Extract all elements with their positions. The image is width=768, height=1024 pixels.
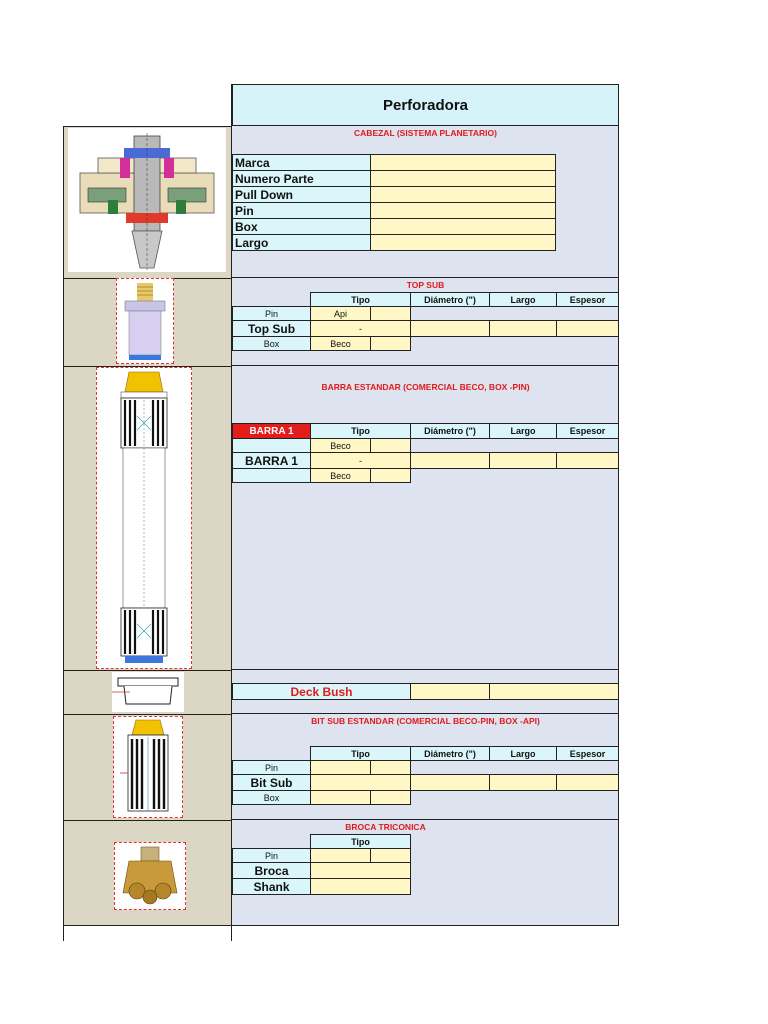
barra-header-largo: Largo bbox=[489, 423, 557, 439]
deck-bush-label: Deck Bush bbox=[232, 683, 411, 700]
topsub-main-tipo[interactable]: - bbox=[310, 320, 411, 337]
topsub-box-tipo-extra[interactable] bbox=[370, 336, 411, 351]
deckbush-image bbox=[112, 672, 184, 712]
broca-label-pin: Pin bbox=[232, 848, 311, 863]
barra-image bbox=[96, 367, 192, 669]
left-border bbox=[63, 126, 64, 941]
topsub-box-tipo[interactable]: Beco bbox=[310, 336, 371, 351]
topsub-title: TOP SUB bbox=[406, 280, 445, 290]
cabezal-label-pin: Pin bbox=[232, 202, 371, 219]
bitsub-box-tipo[interactable] bbox=[310, 790, 371, 805]
topsub-image bbox=[116, 278, 174, 364]
cabezal-image bbox=[68, 128, 226, 272]
cabezal-label-box: Box bbox=[232, 218, 371, 235]
cabezal-label-numero-parte: Numero Parte bbox=[232, 170, 371, 187]
topsub-header-diametro: Diámetro (") bbox=[410, 292, 490, 307]
barra-header-diametro: Diámetro (") bbox=[410, 423, 490, 439]
bitsub-image bbox=[113, 716, 183, 818]
broca-pin-tipo[interactable] bbox=[310, 848, 371, 863]
bitsub-pin-tipo[interactable] bbox=[310, 760, 371, 775]
cabezal-label-pull-down: Pull Down bbox=[232, 186, 371, 203]
topsub-main-diametro[interactable] bbox=[410, 320, 490, 337]
broca-value-shank[interactable] bbox=[310, 878, 411, 895]
topsub-header-largo: Largo bbox=[489, 292, 557, 307]
barra-top-tipo-extra[interactable] bbox=[370, 438, 411, 453]
barra-main-diametro[interactable] bbox=[410, 452, 490, 469]
barra-top-tipo[interactable]: Beco bbox=[310, 438, 371, 453]
bitsub-main-largo[interactable] bbox=[489, 774, 557, 791]
deck-bush-value-2[interactable] bbox=[489, 683, 619, 700]
bitsub-label-box: Box bbox=[232, 790, 311, 805]
topsub-pin-tipo-extra[interactable] bbox=[370, 306, 411, 321]
cabezal-title: CABEZAL (SISTEMA PLANETARIO) bbox=[354, 128, 497, 138]
topsub-pin-tipo[interactable]: Api bbox=[310, 306, 371, 321]
barra-red-label: BARRA 1 bbox=[232, 423, 311, 439]
panel-barra bbox=[232, 366, 619, 670]
broca-title: BROCA TRICONICA bbox=[345, 822, 426, 832]
page-title: Perforadora bbox=[232, 84, 619, 126]
barra-header-tipo: Tipo bbox=[310, 423, 411, 439]
barra-blank-bottom bbox=[232, 468, 311, 483]
barra-main-tipo[interactable]: - bbox=[310, 452, 411, 469]
barra-title: BARRA ESTANDAR (COMERCIAL BECO, BOX -PIN… bbox=[321, 382, 530, 392]
topsub-main-largo[interactable] bbox=[489, 320, 557, 337]
barra-main-largo[interactable] bbox=[489, 452, 557, 469]
bitsub-pin-tipo-extra[interactable] bbox=[370, 760, 411, 775]
cabezal-label-marca: Marca bbox=[232, 154, 371, 171]
bitsub-main-espesor[interactable] bbox=[556, 774, 619, 791]
bitsub-header-espesor: Espesor bbox=[556, 746, 619, 761]
cabezal-value-largo[interactable] bbox=[370, 234, 556, 251]
broca-image bbox=[114, 842, 186, 910]
bitsub-box-tipo-extra[interactable] bbox=[370, 790, 411, 805]
cabezal-value-pin[interactable] bbox=[370, 202, 556, 219]
barra-blank-top bbox=[232, 438, 311, 453]
cabezal-value-pull-down[interactable] bbox=[370, 186, 556, 203]
bitsub-main-diametro[interactable] bbox=[410, 774, 490, 791]
topsub-label-main: Top Sub bbox=[232, 320, 311, 337]
bitsub-header-largo: Largo bbox=[489, 746, 557, 761]
bitsub-label-pin: Pin bbox=[232, 760, 311, 775]
topsub-label-box: Box bbox=[232, 336, 311, 351]
broca-header-tipo: Tipo bbox=[310, 834, 411, 849]
cabezal-value-box[interactable] bbox=[370, 218, 556, 235]
bitsub-label-main: Bit Sub bbox=[232, 774, 311, 791]
topsub-main-espesor[interactable] bbox=[556, 320, 619, 337]
barra-bottom-tipo[interactable]: Beco bbox=[310, 468, 371, 483]
bitsub-header-tipo: Tipo bbox=[310, 746, 411, 761]
deck-bush-value-1[interactable] bbox=[410, 683, 490, 700]
broca-label-broca: Broca bbox=[232, 862, 311, 879]
barra-bottom-tipo-extra[interactable] bbox=[370, 468, 411, 483]
bitsub-header-diametro: Diámetro (") bbox=[410, 746, 490, 761]
cabezal-value-numero-parte[interactable] bbox=[370, 170, 556, 187]
bitsub-main-tipo[interactable] bbox=[310, 774, 411, 791]
cabezal-value-marca[interactable] bbox=[370, 154, 556, 171]
cabezal-label-largo: Largo bbox=[232, 234, 371, 251]
broca-value-broca[interactable] bbox=[310, 862, 411, 879]
divider-line bbox=[231, 84, 232, 941]
bitsub-title: BIT SUB ESTANDAR (COMERCIAL BECO-PIN, BO… bbox=[311, 716, 540, 726]
barra-header-espesor: Espesor bbox=[556, 423, 619, 439]
topsub-header-espesor: Espesor bbox=[556, 292, 619, 307]
barra-label-main: BARRA 1 bbox=[232, 452, 311, 469]
topsub-label-pin: Pin bbox=[232, 306, 311, 321]
barra-main-espesor[interactable] bbox=[556, 452, 619, 469]
broca-pin-tipo-extra[interactable] bbox=[370, 848, 411, 863]
topsub-header-tipo: Tipo bbox=[310, 292, 411, 307]
broca-label-shank: Shank bbox=[232, 878, 311, 895]
